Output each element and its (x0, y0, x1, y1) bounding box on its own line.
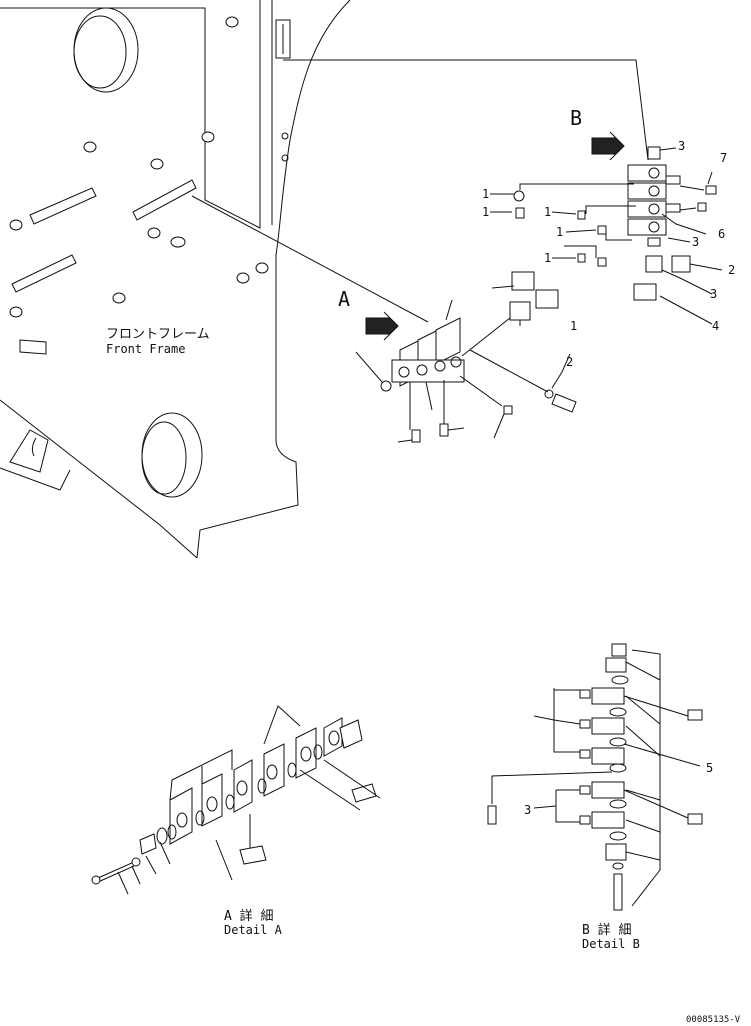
callout-b-1c: 1 (544, 205, 551, 219)
callout-b-2: 2 (728, 263, 735, 277)
view-arrow-a: A (338, 287, 399, 341)
callout-b-7: 7 (720, 151, 727, 165)
callout-detail-b-3: 3 (524, 803, 531, 817)
view-b-label: B (570, 106, 582, 130)
view-arrow-b: B (570, 106, 625, 161)
detail-b-label-en: Detail B (582, 937, 640, 951)
callout-a-2: 2 (566, 355, 573, 369)
callout-b-1b: 1 (482, 205, 489, 219)
front-frame (0, 0, 351, 559)
leader-b (283, 59, 649, 161)
detail-a-label-en: Detail A (224, 923, 283, 937)
drawing-number: 00085135-V (686, 1015, 741, 1025)
callout-b-1a: 1 (482, 187, 489, 201)
detail-a-exploded (91, 705, 381, 895)
callout-b-1d: 1 (556, 225, 563, 239)
callout-a-1: 1 (570, 319, 577, 333)
callout-b-3b: 3 (710, 287, 717, 301)
detail-b-exploded: 5 3 (487, 643, 713, 911)
view-a-label: A (338, 287, 350, 311)
frame-bosses (9, 16, 269, 318)
callout-detail-b-5: 5 (706, 761, 713, 775)
callout-b-1e: 1 (544, 251, 551, 265)
frame-label-jp: フロントフレーム (106, 327, 210, 342)
detail-a-label-jp: A 詳 細 (224, 908, 273, 924)
callout-b-6: 6 (718, 227, 725, 241)
valve-assembly-b: 3 7 1 1 1 1 1 6 3 2 3 4 (482, 139, 735, 333)
frame-label-en: Front Frame (106, 342, 185, 356)
valve-assembly-a: 1 2 (355, 271, 577, 443)
callout-b-3a: 3 (692, 235, 699, 249)
detail-b-label-jp: B 詳 細 (582, 922, 631, 938)
callout-b-4: 4 (712, 319, 719, 333)
callout-b-top-3: 3 (678, 139, 685, 153)
leader-a (191, 195, 429, 323)
